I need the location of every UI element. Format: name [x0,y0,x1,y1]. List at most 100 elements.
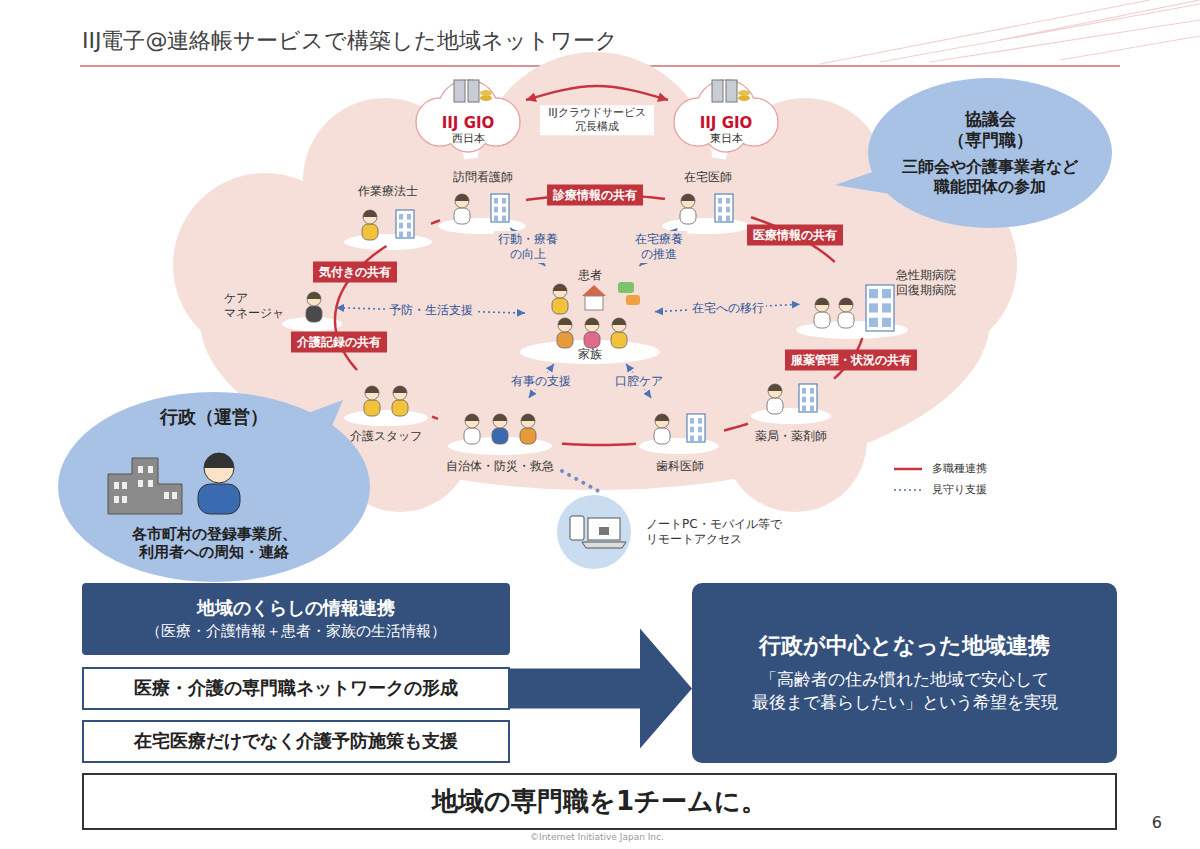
window [726,216,730,222]
window [718,216,722,222]
window [802,397,806,403]
legend-sample [892,464,926,474]
person-hair [455,194,469,201]
window [882,303,891,312]
house [582,285,606,296]
window [726,207,730,213]
building [715,194,733,222]
person-body [654,428,670,444]
person-head [768,384,782,398]
share-label: 服薬管理・状況の共有 [785,350,917,371]
node-box: 訪問看護師 [440,168,526,228]
window [802,388,806,394]
laptop-base [582,542,626,548]
window [114,496,119,503]
window [407,232,411,238]
remote-node: ノートPC・モバイル等で リモートアクセス [548,494,798,570]
person-hair [493,414,507,421]
callout-node: 協議会 （専門職） 三師会や介護事業者など 職能団体の参加 [868,78,1112,228]
person-head [393,386,407,400]
node-box: 地域の専門職を1チームに。 [82,773,1117,830]
node-subtext: （医療・介護情報＋患者・家族の生活情報） [146,622,446,641]
window [698,427,702,433]
person-head [455,194,469,208]
person-hair [612,318,626,325]
node-box: 歯科医師 [636,398,724,476]
server-icon [454,80,465,102]
node-subtext: 三師会や介護事業者など 職能団体の参加 [890,157,1090,197]
person-hair [365,386,379,393]
window [502,216,506,222]
window [148,466,153,473]
person-body [454,208,470,224]
redundancy-connector [526,86,668,100]
chat-bubble [626,295,640,305]
person-hair [363,210,377,217]
window [718,207,722,213]
node-box: 在宅医療だけでなく介護予防施策も支援 [82,720,510,763]
person-body [552,298,568,314]
legend-text: 見守り支援 [932,482,987,497]
share-label: 医療情報の共有 [747,225,843,246]
person-head [363,210,377,224]
share-label: 診療情報の共有 [547,185,643,206]
person-head [365,386,379,400]
window [698,436,702,442]
edge-label: 在宅への移行 [690,299,766,316]
page-number: 6 [1152,813,1162,832]
person-head [612,318,626,332]
lock-icon [599,527,609,535]
person-body [557,332,573,348]
node-text: 行政が中心となった地域連携 [759,632,1050,660]
node-box: 医療・介護の専門職ネットワークの形成 [82,667,510,710]
person-head [553,284,567,298]
deco-lines [820,0,1200,64]
platform [344,234,432,250]
person-head [493,414,507,428]
person-body [814,312,830,328]
legend-row: 多職種連携 [892,458,987,479]
office-icon [108,458,182,514]
building [396,210,414,238]
window [122,496,127,503]
node-text: 薬局・薬剤師 [755,429,827,444]
figures [282,194,908,455]
window [802,406,806,412]
window [122,482,127,489]
title: IIJ電子@連絡帳サービスで構築した地域ネットワーク [82,26,618,56]
node-box: 在宅医師 [665,168,751,228]
window [869,303,878,312]
person-head [815,298,829,312]
person-body [464,428,480,444]
callout-bubble [58,392,370,582]
node-text: 協議会 （専門職） [935,109,1045,152]
person-hair [815,298,829,305]
window [138,480,143,487]
copyright: ©Internet Initiative Japan Inc. [530,832,664,842]
window [172,492,177,499]
cloud-node: IIJ GIO西日本 [410,70,526,154]
node-text: 在宅医療だけでなく介護予防施策も支援 [134,730,458,753]
node-box: 作業療法士 [345,182,431,246]
officer-hair [204,453,234,468]
person-body [584,332,600,348]
window [869,318,878,327]
person-body [306,306,322,322]
house [585,296,603,310]
person-head [655,414,669,428]
share-label: 気付きの共有 [313,262,397,283]
node-text: IIJ GIO [700,114,753,133]
window [407,214,411,220]
node-box: 急性期病院 回復期病院 [800,262,962,338]
node-box: 行政が中心となった地域連携「高齢者の住み慣れた地域で安心して 最後まで暮らしたい… [692,583,1117,763]
person-hair [839,298,853,305]
person-head [558,318,572,332]
person-hair [307,292,321,299]
node-text: 行政（運営） [160,406,268,429]
callout-bubble [868,78,1112,228]
window [726,198,730,204]
window [882,289,891,298]
legend-text: 多職種連携 [932,461,987,476]
person-head [839,298,853,312]
